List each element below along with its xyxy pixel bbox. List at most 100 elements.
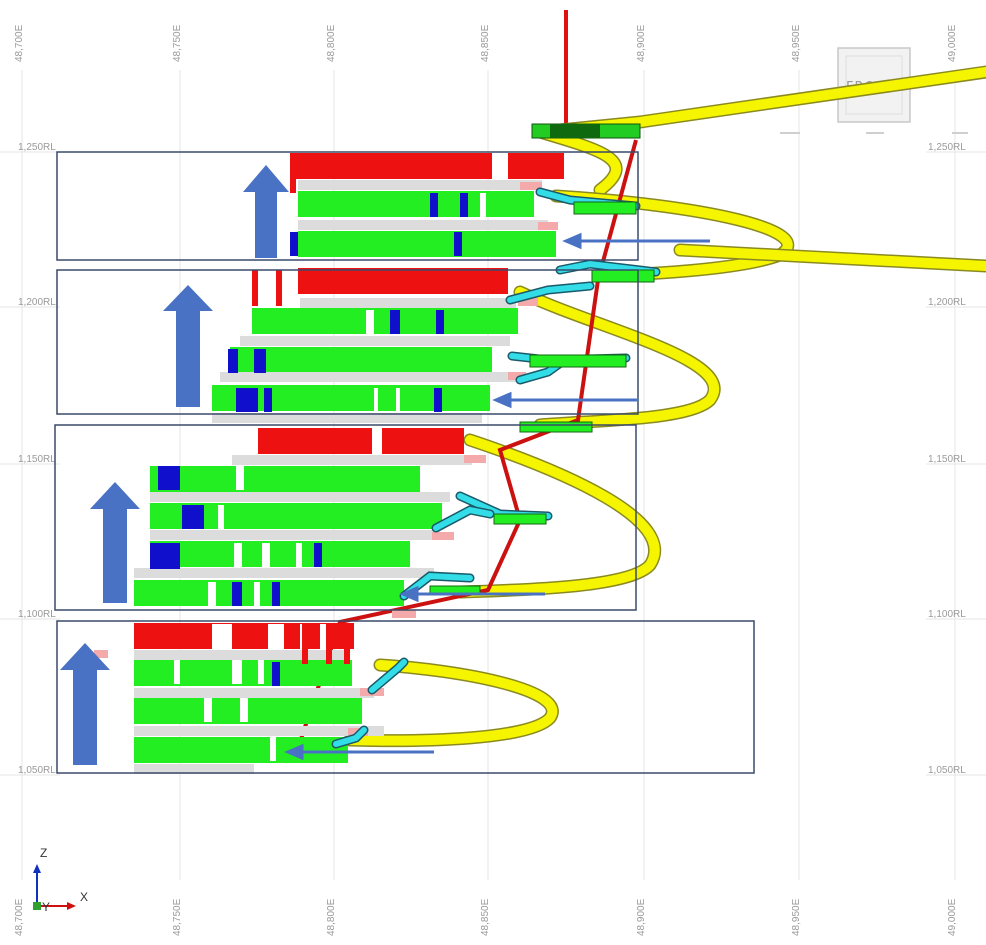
- stope-blue: [430, 193, 438, 217]
- easting-labels-bottom: 48,700E 48,750E 48,800E 48,850E 48,900E …: [14, 898, 958, 936]
- pillar-gap: [258, 660, 264, 684]
- left-arrows: [284, 232, 710, 761]
- development-drive: [220, 372, 520, 382]
- up-arrow-icon: [163, 285, 213, 407]
- easting-label: 48,750E: [172, 24, 183, 62]
- stope-green: [298, 231, 556, 257]
- decline-segment: [675, 245, 986, 271]
- rl-label: 1,050RL: [18, 765, 56, 776]
- development-end: [518, 298, 538, 306]
- development-drive: [134, 688, 374, 698]
- pillar-gap: [204, 698, 212, 722]
- stope-green: [298, 191, 534, 217]
- stope-green: [134, 737, 348, 763]
- stope-blue: [254, 349, 266, 373]
- axis-z-label: Z: [40, 846, 47, 860]
- development-drive: [232, 455, 472, 465]
- easting-label: 48,800E: [326, 898, 337, 936]
- access-drive: [433, 506, 493, 531]
- pillar-gap: [372, 428, 382, 454]
- up-arrow-icon: [90, 482, 140, 603]
- up-arrow-icon: [243, 165, 289, 258]
- stope-blue: [150, 543, 180, 569]
- pillar-gap: [262, 543, 270, 567]
- stope-red: [134, 623, 354, 649]
- panel-3[interactable]: [54, 424, 637, 611]
- easting-label: 49,000E: [947, 898, 958, 936]
- ventilation-raise: [298, 139, 638, 743]
- stope-green: [252, 308, 518, 334]
- pillar-gap: [492, 153, 508, 179]
- easting-label: 48,750E: [172, 898, 183, 936]
- development-end: [432, 532, 454, 540]
- rl-label: 1,250RL: [18, 142, 56, 153]
- easting-labels-top: 48,700E 48,750E 48,800E 48,850E 48,900E …: [14, 24, 958, 62]
- easting-label: 48,900E: [636, 898, 647, 936]
- mining-panels: [54, 151, 755, 774]
- pillar-gap: [240, 698, 248, 722]
- development-drive: [134, 650, 350, 660]
- up-arrow-icon: [60, 643, 110, 765]
- stope-blue: [272, 662, 280, 686]
- development-drive: [150, 492, 450, 502]
- stope-blue: [272, 582, 280, 606]
- development-end: [538, 222, 558, 230]
- easting-label: 48,850E: [480, 24, 491, 62]
- pillar-gap: [366, 310, 374, 334]
- panel-4[interactable]: [56, 620, 755, 774]
- stope-green: [134, 660, 352, 686]
- level-stub: [519, 421, 593, 433]
- development-drive: [212, 413, 482, 423]
- stope-blue: [454, 232, 462, 256]
- development-end: [508, 372, 526, 380]
- level-stub: [573, 201, 637, 215]
- stope-green: [150, 466, 420, 492]
- portal-block-core: [550, 124, 600, 138]
- up-arrows: [60, 165, 289, 765]
- stope-green: [212, 385, 490, 411]
- pillar-gap: [218, 505, 224, 529]
- easting-label: 49,000E: [947, 24, 958, 62]
- pillar-gap: [320, 624, 328, 650]
- easting-label: 48,950E: [791, 898, 802, 936]
- pillar-gap: [174, 660, 180, 684]
- rl-label: 1,050RL: [928, 765, 966, 776]
- development-end: [464, 455, 486, 463]
- raise-red: [302, 624, 308, 664]
- pillar-gap: [480, 193, 486, 217]
- stope-green: [134, 580, 404, 606]
- development-drive: [134, 726, 384, 736]
- level-stub: [529, 354, 627, 368]
- stope-blue: [264, 388, 272, 412]
- rl-labels-right: 1,250RL 1,200RL 1,150RL 1,100RL 1,050RL: [928, 142, 966, 776]
- panel-2[interactable]: [56, 269, 639, 415]
- decline-segment: [455, 435, 660, 597]
- raise-red: [276, 270, 282, 306]
- panel-1[interactable]: [56, 151, 639, 261]
- easting-label: 48,850E: [480, 898, 491, 936]
- rl-label: 1,150RL: [18, 454, 56, 465]
- stope-green: [150, 541, 410, 567]
- rl-label: 1,200RL: [928, 297, 966, 308]
- development-drive: [298, 220, 548, 230]
- pillar-gap: [396, 388, 400, 412]
- development-drive: [134, 568, 434, 578]
- level-stub: [591, 269, 655, 283]
- stope-blue: [434, 388, 442, 412]
- raise-red: [326, 624, 332, 664]
- pillar-gap: [268, 624, 284, 650]
- stope-blue: [436, 310, 444, 334]
- raise-red: [252, 270, 258, 306]
- development-drive: [240, 336, 510, 346]
- development-end: [392, 610, 416, 618]
- stope-blue: [236, 388, 258, 412]
- stope-blue: [158, 466, 180, 490]
- raise-red: [344, 624, 350, 664]
- development-end: [520, 182, 542, 190]
- stope-red: [258, 428, 464, 454]
- easting-label: 48,700E: [14, 898, 25, 936]
- rl-label: 1,250RL: [928, 142, 966, 153]
- easting-label: 48,700E: [14, 24, 25, 62]
- raise-red: [290, 153, 296, 193]
